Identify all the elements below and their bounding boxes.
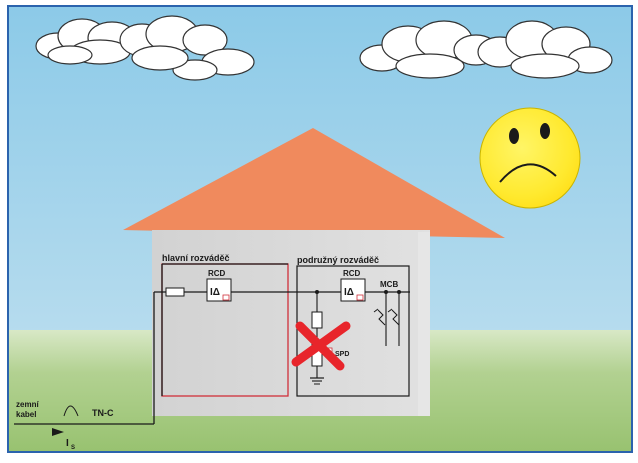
rcd-main: RCD IΔ (206, 269, 232, 302)
cable-label-line1: zemní (16, 400, 39, 409)
spd-label: SPD (335, 351, 349, 358)
roof (123, 128, 505, 238)
picture-frame (7, 5, 633, 453)
current-label-main: I (66, 438, 69, 449)
sad-sun-icon (479, 107, 581, 209)
current-label-sub: S (71, 445, 75, 451)
incoming-cable (14, 292, 155, 436)
rcd-sub-label: RCD (343, 269, 361, 278)
fuse (165, 287, 185, 297)
cloud-icon (119, 15, 255, 81)
house-wall-side (418, 232, 430, 416)
cloud-icon (359, 20, 499, 79)
sub-board-box (296, 265, 410, 397)
sub-board-label: podružný rozváděč (297, 255, 379, 265)
mcb-label: MCB (380, 280, 398, 289)
current-label: I S (66, 438, 75, 451)
mcb: MCB (373, 280, 401, 346)
cloud-icon (477, 20, 613, 79)
cross-icon (291, 321, 351, 371)
rcd-main-symbol: IΔ (210, 287, 220, 298)
main-board-label: hlavní rozváděč (162, 253, 230, 263)
cable-label-line2: kabel (16, 410, 36, 419)
rcd-sub-symbol: IΔ (344, 287, 354, 298)
rcd-sub: RCD IΔ (340, 269, 366, 302)
rcd-main-label: RCD (208, 269, 226, 278)
system-label: TN-C (92, 408, 114, 418)
